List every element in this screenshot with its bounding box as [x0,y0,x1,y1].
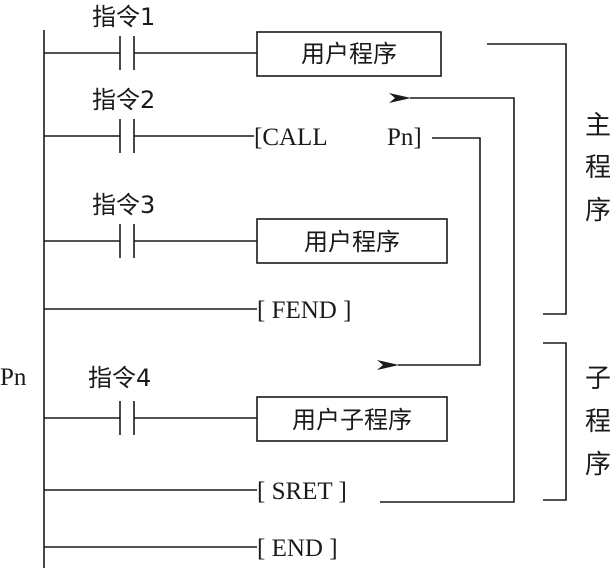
subroutine-bracket [543,342,567,501]
main-program-char-2: 程 [585,153,611,183]
rung-5: 指令4 用户子程序 [44,364,448,442]
call-target: Pn] [387,124,422,151]
contact-2-label: 指令2 [92,86,155,114]
subroutine-char-1: 子 [585,364,611,394]
user-subroutine-box-label: 用户子程序 [292,406,412,434]
pn-pointer-label: Pn [0,364,27,391]
user-program-box-1-label: 用户程序 [301,40,397,68]
user-program-box-2-label: 用户程序 [304,228,400,256]
user-subroutine-box [256,396,448,442]
return-arrow [380,93,515,503]
fend-instruction: [ FEND ] [257,297,351,324]
main-program-char-1: 主 [585,111,611,141]
user-program-box-1 [256,31,442,77]
subroutine-char-2: 程 [585,407,611,437]
contact-1-label: 指令1 [92,3,155,31]
subroutine-char-3: 序 [585,450,611,480]
sret-instruction: [ SRET ] [257,478,347,505]
call-instruction: [CALL [254,124,328,151]
main-program-bracket [487,43,567,315]
rung-3: 指令3 用户程序 [44,191,448,264]
rung-4: [ FEND ] [44,297,351,324]
end-instruction: [ END ] [257,535,338,562]
rung-6: [ SRET ] [44,478,347,505]
rung-1: 指令1 用户程序 [44,3,442,77]
user-program-box-2 [256,218,448,264]
rung-2: 指令2 [CALL Pn] [44,86,422,153]
call-jump-arrow [377,137,481,370]
rung-7: [ END ] [44,535,338,562]
contact-3-label: 指令3 [92,191,155,219]
contact-4-label: 指令4 [88,364,151,392]
main-program-char-3: 序 [585,196,611,226]
